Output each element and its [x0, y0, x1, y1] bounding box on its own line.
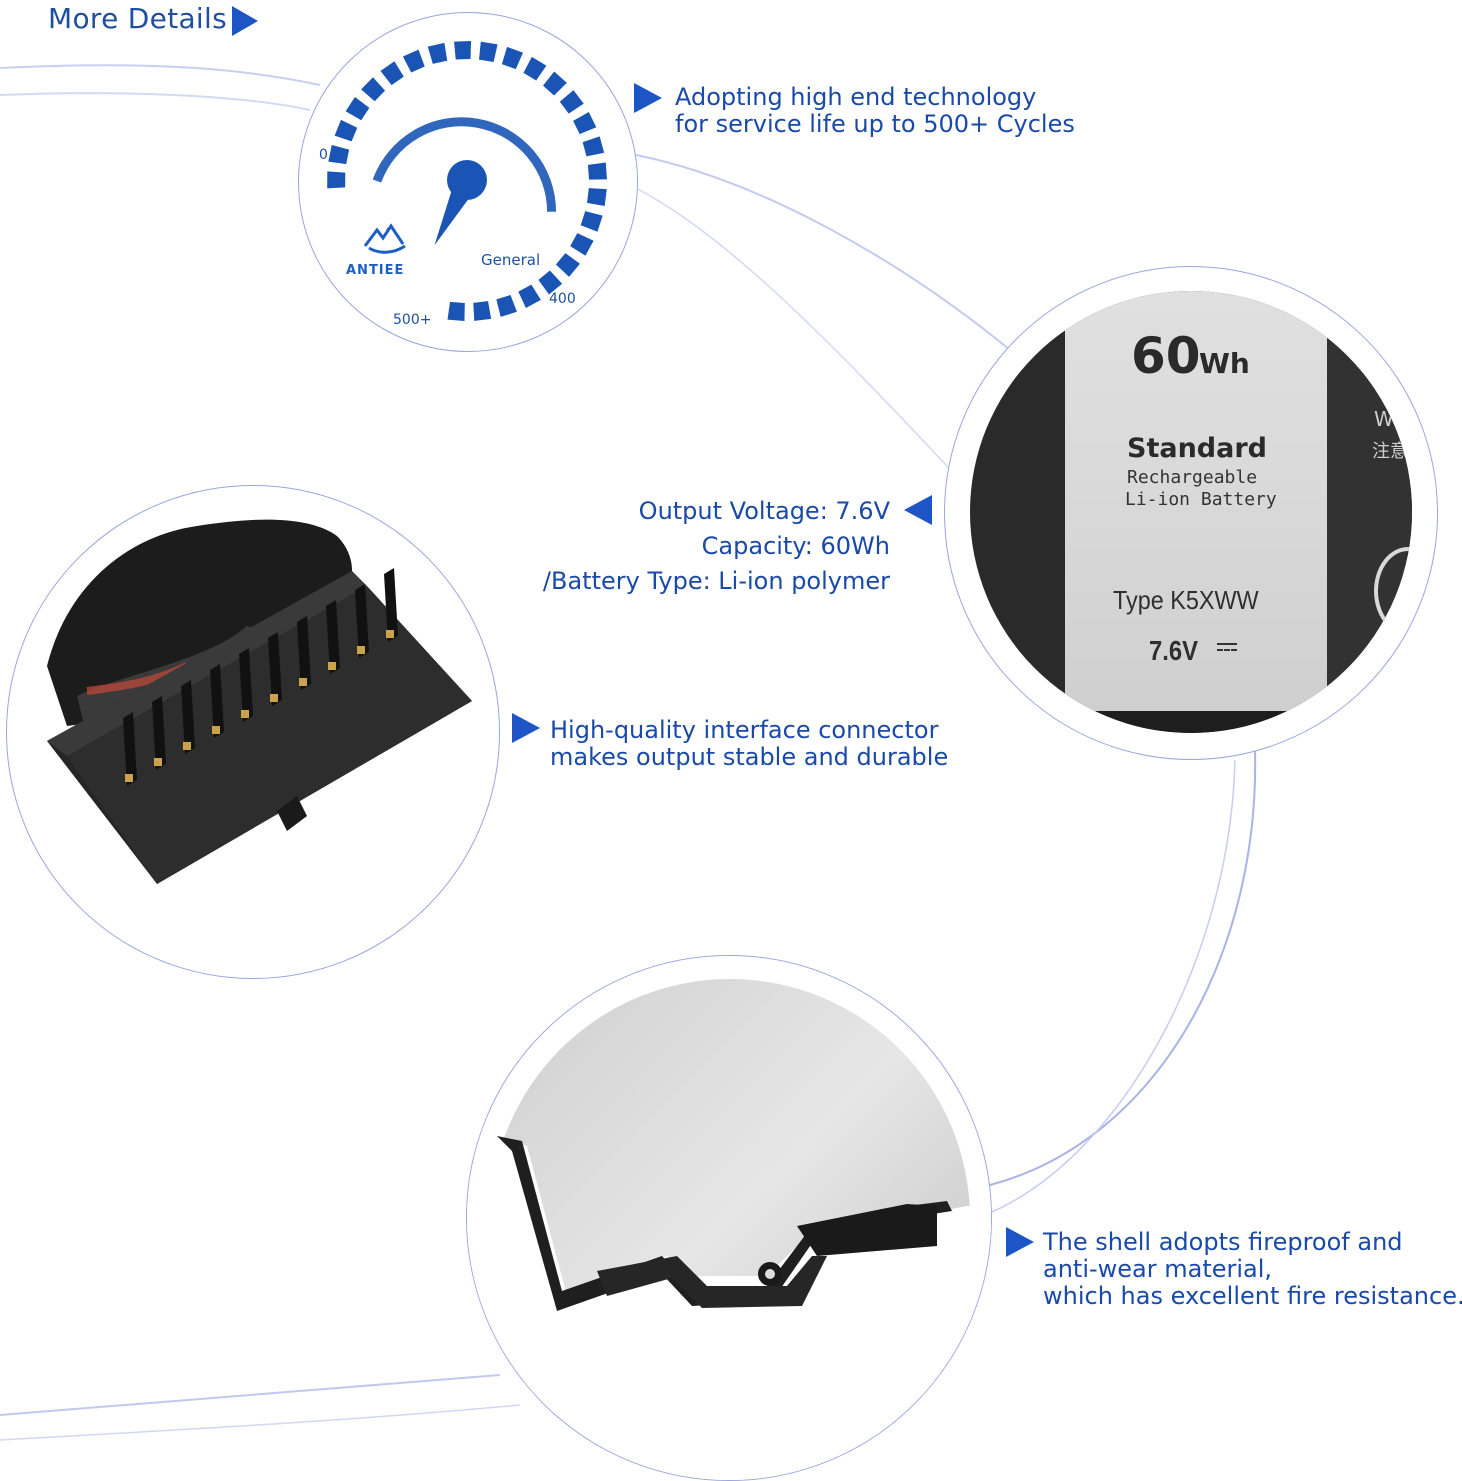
- gauge-segment: [518, 284, 541, 309]
- connector-pin: [241, 710, 249, 718]
- connector-slot: [297, 616, 311, 690]
- label-chemistry: Li-ion Battery: [1125, 489, 1277, 510]
- connector-pin: [125, 774, 133, 782]
- gauge-segment: [543, 71, 567, 96]
- capacity-number: 60: [1131, 327, 1201, 385]
- mountain-logo-icon: [363, 223, 406, 254]
- edge-text-2: 注意: [1372, 441, 1408, 462]
- connector-pins: [123, 568, 398, 786]
- specs-caption: Output Voltage: 7.6V Capacity: 60Wh /Bat…: [543, 494, 890, 599]
- label-standard: Standard: [1127, 433, 1267, 464]
- spec-capacity: Capacity: 60Wh: [701, 532, 890, 560]
- cycles-line-2: for service life up to 500+ Cycles: [675, 110, 1075, 138]
- gauge-segment: [538, 270, 563, 295]
- edge-text-1: W: [1374, 407, 1394, 431]
- gauge-segment: [427, 42, 448, 64]
- connector-pin: [357, 646, 365, 654]
- gauge-segment: [587, 162, 607, 180]
- gauge-segment: [496, 294, 517, 317]
- gauge-label-general: General: [481, 251, 541, 269]
- brand-name: ANTIEE: [346, 263, 405, 278]
- connector-pin: [270, 694, 278, 702]
- cycles-line-1: Adopting high end technology: [675, 83, 1037, 111]
- shell-photo: [467, 956, 991, 1480]
- gauge-segment: [573, 111, 597, 135]
- connector-slot: [384, 568, 398, 642]
- gauge-segment: [454, 41, 472, 60]
- gauge-segment: [447, 301, 465, 321]
- gauge-segment: [479, 41, 498, 62]
- connector-slot: [152, 696, 166, 770]
- triangle-left-icon: [904, 495, 932, 525]
- dc-symbol-icon: [1217, 643, 1237, 653]
- shell-line-1: The shell adopts fireproof and: [1043, 1228, 1403, 1256]
- shell-line-3: which has excellent fire resistance.: [1043, 1282, 1462, 1310]
- connector-photo: [47, 519, 472, 884]
- shell-caption: The shell adopts fireproof and anti-wear…: [1043, 1229, 1462, 1310]
- gauge-segment: [555, 253, 580, 277]
- label-rechargeable: Rechargeable: [1127, 467, 1258, 488]
- connector-pin: [386, 630, 394, 638]
- connector-slot: [123, 712, 137, 786]
- connector-slot: [210, 664, 224, 738]
- gauge-segment: [587, 188, 607, 207]
- label-voltage: 7.6V: [1149, 635, 1198, 666]
- connector-caption: High-quality interface connector makes o…: [550, 717, 948, 771]
- connector-pin: [183, 742, 191, 750]
- shell-circle: [466, 955, 992, 1481]
- shell-line-2: anti-wear material,: [1043, 1255, 1273, 1283]
- connector-slot: [181, 680, 195, 754]
- more-details-heading: More Details: [48, 2, 227, 35]
- triangle-right-icon: [232, 6, 258, 36]
- connector-line-1: High-quality interface connector: [550, 716, 939, 744]
- label-right-strip: [1327, 291, 1412, 711]
- gauge-segment: [345, 97, 370, 121]
- connector-pin: [299, 678, 307, 686]
- connector-circle: [6, 485, 500, 979]
- gauge-segment: [328, 144, 350, 165]
- battery-label-panel: 60 Wh Standard Rechargeable Li-ion Batte…: [1065, 291, 1327, 711]
- gauge-segment: [570, 233, 594, 256]
- cycles-caption: Adopting high end technology for service…: [675, 84, 1075, 138]
- gauge-segment: [402, 49, 425, 73]
- gauge-segment: [473, 301, 492, 321]
- gauge-segment: [380, 61, 404, 86]
- gauge-segment: [361, 77, 386, 102]
- connector-slot: [268, 632, 282, 706]
- gauge-needle: [434, 160, 487, 246]
- gauge-graphic: [327, 41, 607, 321]
- gauge-segment: [523, 56, 547, 81]
- gauge-label-500: 500+: [393, 312, 432, 328]
- gauge-segment: [501, 46, 523, 70]
- gauge-segment: [582, 136, 605, 157]
- connector-slot: [239, 648, 253, 722]
- triangle-right-icon: [1006, 1227, 1034, 1257]
- gauge-segment: [559, 90, 584, 114]
- gauge-inner-arc: [372, 117, 557, 212]
- gauge-segment: [334, 119, 358, 142]
- triangle-right-icon: [512, 713, 540, 743]
- gauge-circle: 0 General 400 500+ ANTIEE: [298, 12, 638, 352]
- gauge-label-400: 400: [549, 291, 576, 307]
- capacity-unit: Wh: [1199, 347, 1250, 380]
- gauge-segment: [327, 171, 346, 189]
- triangle-right-icon: [634, 83, 662, 113]
- connector-pin: [212, 726, 220, 734]
- battery-label-photo: 60 Wh Standard Rechargeable Li-ion Batte…: [970, 291, 1412, 733]
- gauge-outer-segments: [327, 41, 607, 321]
- connector-line-2: makes output stable and durable: [550, 743, 949, 771]
- connector-slot: [326, 600, 340, 674]
- spec-type: /Battery Type: Li-ion polymer: [542, 567, 890, 595]
- gauge-label-zero: 0: [319, 147, 328, 163]
- label-type: Type K5XWW: [1113, 585, 1259, 615]
- connector-pin: [154, 758, 162, 766]
- spec-voltage: Output Voltage: 7.6V: [638, 497, 890, 525]
- connector-slot: [355, 584, 369, 658]
- connector-pin: [328, 662, 336, 670]
- label-bottom-band: [970, 711, 1412, 733]
- gauge-segment: [580, 211, 603, 232]
